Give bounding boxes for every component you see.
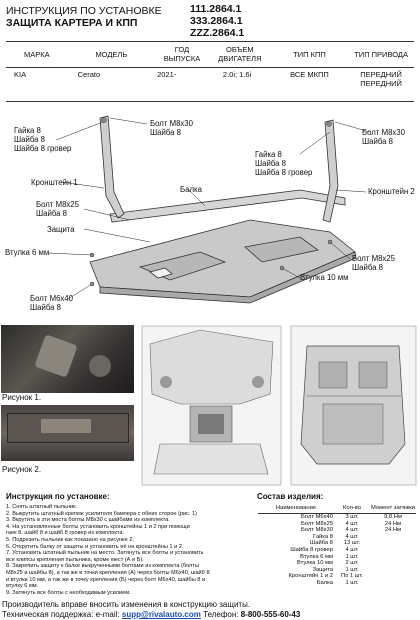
- footer-support: Техническая поддержка: e-mail: supp@riva…: [2, 610, 300, 620]
- instruction-step: втулку 6 мм.: [6, 583, 39, 590]
- label-right-bolt: Болт М8х30 Шайба 8: [362, 128, 405, 146]
- label-right-nut: Гайка 8 Шайба 8 Шайба 8 гровер: [255, 150, 313, 177]
- bracket-1-part: [99, 115, 125, 219]
- kit-header-qty: Кол-во: [334, 504, 370, 514]
- footer-disclaimer: Производитель вправе вносить изменения в…: [2, 600, 251, 609]
- kit-title: Состав изделия:: [257, 492, 324, 501]
- spec-header-drive: ТИП ПРИВОДА: [348, 42, 414, 68]
- vehicle-spec-table: МАРКА МОДЕЛЬ ГОД ВЫПУСКА ОБЪЕМ ДВИГАТЕЛЯ…: [6, 42, 414, 102]
- spec-header-gearbox: ТИП КПП: [270, 42, 349, 68]
- product-code: ZZZ.2864.1: [190, 27, 245, 39]
- support-phone: 8-800-555-60-43: [240, 610, 301, 619]
- photo-bumper-mount: [1, 325, 134, 393]
- spec-year: 2021-: [157, 70, 177, 79]
- caption-figure-2: Рисунок 2.: [2, 465, 42, 474]
- kit-header-torque: Момент затяжки: [370, 504, 416, 514]
- beam-bar: [109, 189, 346, 223]
- spec-brand: KIA: [14, 70, 27, 79]
- instruction-step: М8х25 и шайбы 8), а так же в точки крепл…: [6, 569, 210, 576]
- instruction-step: 9. Затянуть все болты с необходимым усил…: [6, 589, 131, 596]
- instruction-step: 7. Установить штатный пыльник на место. …: [6, 550, 204, 557]
- instructions-list: 1. Снять штатный пыльник. 2. Выкрутить ш…: [6, 504, 256, 596]
- label-bracket-2: Кронштейн 2: [368, 187, 415, 196]
- spec-gearbox: ВСЕ МКПП: [290, 70, 329, 79]
- instruction-step: 5. Подрезать пыльник как показано на рис…: [6, 536, 135, 543]
- instruction-step: гаек 8, шайб 8 и шайб 8 гровер из компле…: [6, 530, 125, 537]
- spec-header-model: МОДЕЛЬ: [67, 42, 156, 68]
- spec-drive: ПЕРЕДНИЙ ПЕРЕДНИЙ: [360, 70, 402, 88]
- label-left-bolt: Болт М8х30 Шайба 8: [150, 119, 193, 137]
- header-divider: [6, 41, 414, 42]
- exploded-assembly-diagram: [47, 115, 371, 304]
- instruction-step: 8. Закрепить защиту к балке выкрученными…: [6, 563, 199, 570]
- instructions-title: Инструкция по установке:: [6, 492, 110, 501]
- guard-plate: [89, 219, 357, 304]
- title-line-2: ЗАЩИТА КАРТЕРА И КПП: [6, 17, 138, 29]
- underbody-diagram-before: [141, 325, 282, 486]
- label-bracket-1: Кронштейн 1: [31, 178, 78, 187]
- spec-engine: 2.0i; 1.6i: [222, 70, 252, 79]
- label-beam: Балка: [180, 185, 202, 194]
- label-bolt-m8x25-right: Болт М8х25 Шайба 8: [352, 254, 395, 272]
- label-guard: Защита: [47, 225, 75, 234]
- support-email-link[interactable]: supp@rivalauto.com: [121, 610, 201, 619]
- label-bolt-m6x40: Болт М6х40 Шайба 8: [30, 294, 73, 312]
- instruction-step: 4. На установленные болты установить кро…: [6, 523, 190, 530]
- support-label: Техническая поддержка: e-mail:: [2, 610, 120, 619]
- product-code: 111.2864.1: [190, 3, 242, 15]
- document-title: ИНСТРУКЦИЯ ПО УСТАНОВКЕ ЗАЩИТА КАРТЕРА И…: [6, 5, 162, 29]
- instruction-step: 1. Снять штатный пыльник.: [6, 504, 78, 510]
- bracket-2-part: [322, 119, 339, 223]
- kit-contents-table: Наименование Кол-во Момент затяжки Болт …: [258, 504, 416, 587]
- spec-divider: [6, 101, 414, 102]
- spec-header-engine: ОБЪЕМ ДВИГАТЕЛЯ: [208, 42, 271, 68]
- underbody-diagram-installed: [290, 325, 417, 486]
- product-code: 333.2864.1: [190, 15, 243, 27]
- instruction-step: все клипсы крепления пыльника, кроме мес…: [6, 556, 144, 563]
- instruction-step: 2. Выкрутить штатный крепеж усилителя ба…: [6, 510, 198, 517]
- photo-trim-underbody: [1, 405, 134, 461]
- label-sleeve-10mm: Втулка 10 мм: [300, 273, 349, 282]
- spec-header-year: ГОД ВЫПУСКА: [155, 42, 209, 68]
- product-codes: 111.2864.1 333.2864.1 ZZZ.2864.1: [190, 3, 244, 39]
- instruction-step: 3. Вкрутить в эти места болты М8х30 с ша…: [6, 517, 170, 524]
- spec-header-brand: МАРКА: [6, 42, 68, 68]
- phone-label: Телефон:: [203, 610, 239, 619]
- label-left-nut: Гайка 8 Шайба 8 Шайба 8 гровер: [14, 126, 72, 153]
- title-line-1: ИНСТРУКЦИЯ ПО УСТАНОВКЕ: [6, 5, 162, 17]
- label-bolt-m8x25-left: Болт М8х25 Шайба 8: [36, 200, 79, 218]
- instruction-step: 6. Открутить балку от защиты и установит…: [6, 543, 184, 550]
- label-sleeve-6mm: Втулка 6 мм: [5, 248, 50, 257]
- caption-figure-1: Рисунок 1.: [2, 393, 42, 402]
- kit-header-name: Наименование: [258, 504, 334, 514]
- fastener-bolts: [89, 117, 333, 287]
- instruction-step: и втулки 10 мм, а так же в точку креплен…: [6, 576, 206, 583]
- spec-model: Cerato: [77, 70, 101, 79]
